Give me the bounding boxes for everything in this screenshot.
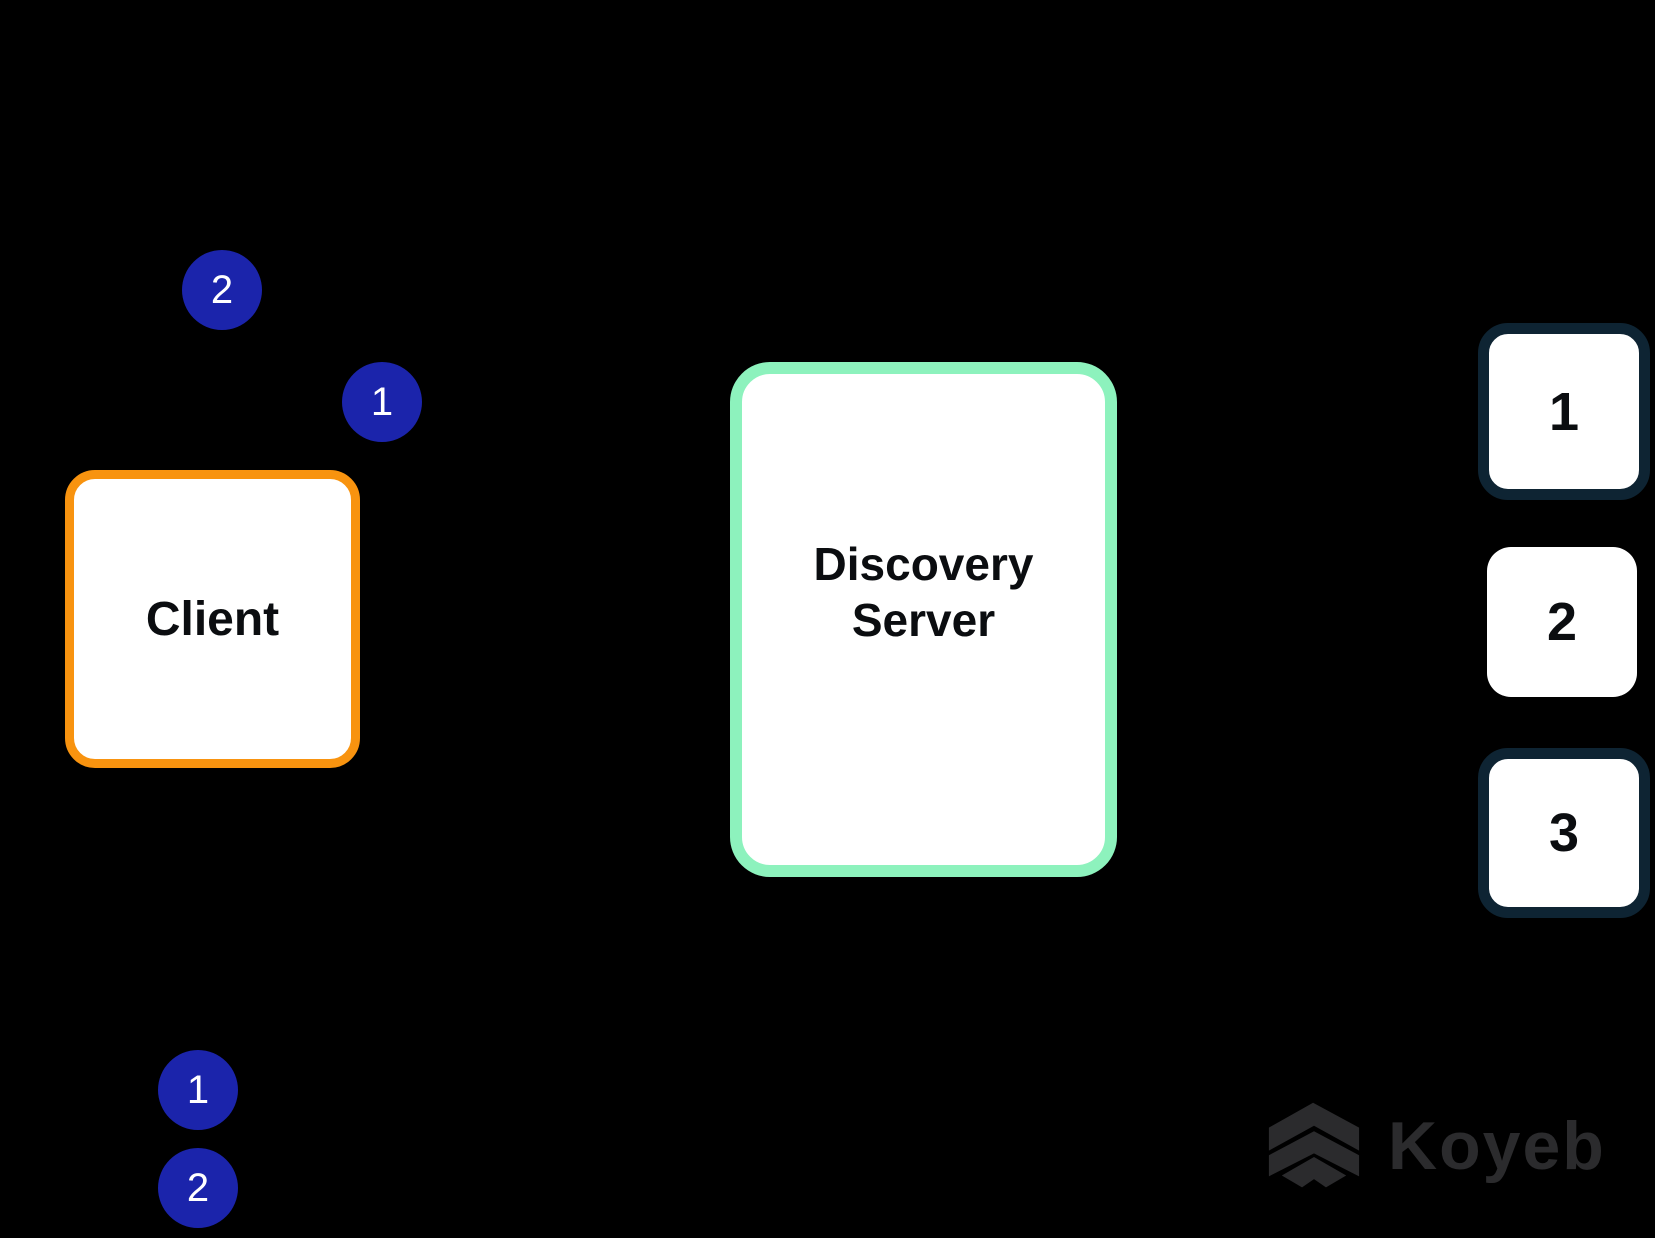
step-badge-top-2: 2 bbox=[182, 250, 262, 330]
step-badge-label: 2 bbox=[210, 267, 234, 312]
instance-box-label: 3 bbox=[1548, 803, 1580, 863]
step-badge-bottom-2: 2 bbox=[158, 1148, 238, 1228]
koyeb-chevrons-icon bbox=[1268, 1100, 1360, 1192]
instance-box-2: 2 bbox=[1487, 547, 1637, 697]
instance-box-label: 1 bbox=[1548, 381, 1580, 442]
instance-box-3: 3 bbox=[1478, 748, 1650, 918]
koyeb-wordmark: Koyeb bbox=[1388, 1108, 1606, 1184]
step-badge-bottom-1: 1 bbox=[158, 1050, 238, 1130]
client-node-label: Client bbox=[145, 592, 280, 646]
discovery-server-label: Discovery Server bbox=[813, 537, 1034, 646]
koyeb-logo: Koyeb bbox=[1268, 1100, 1606, 1192]
step-badge-label: 2 bbox=[186, 1165, 210, 1210]
instance-box-label: 2 bbox=[1546, 592, 1578, 652]
instance-box-1: 1 bbox=[1478, 323, 1650, 500]
step-badge-label: 1 bbox=[186, 1067, 210, 1112]
discovery-server-node: Discovery Server bbox=[730, 362, 1117, 877]
step-badge-label: 1 bbox=[370, 379, 394, 424]
client-node: Client bbox=[65, 470, 360, 768]
step-badge-top-1: 1 bbox=[342, 362, 422, 442]
